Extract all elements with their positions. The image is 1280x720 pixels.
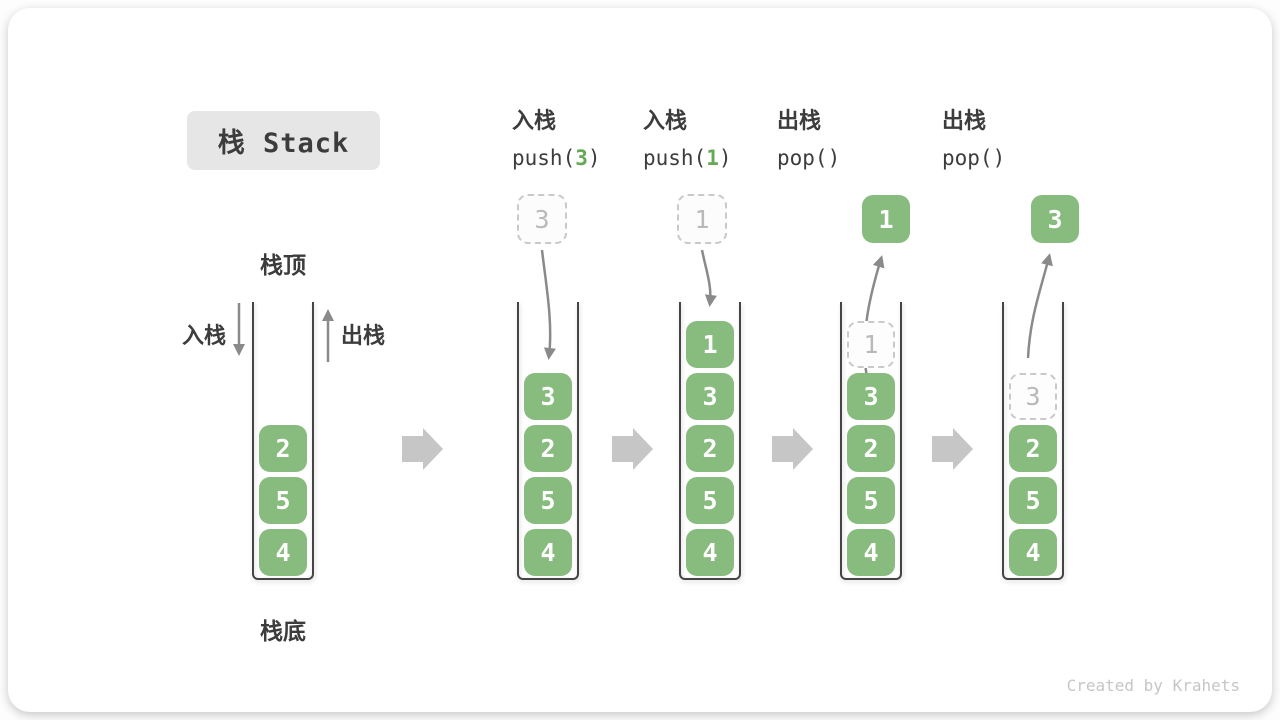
code-text: push( bbox=[512, 146, 576, 170]
stack-block-4: 4 bbox=[259, 529, 307, 576]
code-argument: 1 bbox=[706, 146, 719, 170]
stack-block-4: 4 bbox=[686, 529, 734, 576]
stack-block-5: 5 bbox=[1009, 477, 1057, 524]
stack-block-4: 4 bbox=[847, 529, 895, 576]
figure-title-badge: 栈 Stack bbox=[187, 111, 380, 170]
stack-block-4: 4 bbox=[524, 529, 572, 576]
incoming-value-box-1: 1 bbox=[677, 194, 727, 244]
stack-block-2: 2 bbox=[1009, 425, 1057, 472]
operation-code: pop() bbox=[777, 143, 927, 173]
operation-code: push(1) bbox=[643, 143, 793, 173]
operation-name: 出栈 bbox=[942, 108, 987, 133]
operation-code: push(3) bbox=[512, 143, 662, 173]
stack-block-2: 2 bbox=[847, 425, 895, 472]
stack-block-5: 5 bbox=[847, 477, 895, 524]
stack-block-3: 3 bbox=[847, 373, 895, 420]
popped-value-box-3: 3 bbox=[1031, 195, 1079, 243]
stack-container-after-push-3 bbox=[517, 302, 579, 580]
stack-top-label: 栈顶 bbox=[260, 252, 306, 278]
operation-name: 出栈 bbox=[777, 108, 822, 133]
stack-bottom-label: 栈底 bbox=[260, 618, 306, 644]
operation-name: 入栈 bbox=[643, 108, 688, 133]
incoming-value-box-3: 3 bbox=[517, 194, 567, 244]
ghost-block-1: 1 bbox=[847, 321, 895, 368]
stack-block-5: 5 bbox=[524, 477, 572, 524]
operation-code: pop() bbox=[942, 143, 1092, 173]
operation-header-pop-3: 出栈 pop() bbox=[942, 108, 1092, 173]
code-text: push( bbox=[643, 146, 707, 170]
code-text: ) bbox=[718, 146, 732, 170]
operation-header-push-3: 入栈 push(3) bbox=[512, 108, 662, 173]
stack-block-5: 5 bbox=[686, 477, 734, 524]
push-direction-label: 入栈 bbox=[181, 323, 226, 348]
code-argument: 3 bbox=[575, 146, 588, 170]
stack-block-3: 3 bbox=[686, 373, 734, 420]
stack-block-1: 1 bbox=[686, 321, 734, 368]
stack-block-5: 5 bbox=[259, 477, 307, 524]
popped-value-box-1: 1 bbox=[862, 195, 910, 243]
code-text: ) bbox=[827, 146, 841, 170]
operation-header-pop-1: 出栈 pop() bbox=[777, 108, 927, 173]
stack-block-4: 4 bbox=[1009, 529, 1057, 576]
code-text: ) bbox=[992, 146, 1006, 170]
watermark: Created by Krahets bbox=[1066, 676, 1240, 695]
code-text: ) bbox=[587, 146, 601, 170]
stack-block-3: 3 bbox=[524, 373, 572, 420]
code-text: pop( bbox=[777, 146, 828, 170]
stack-container-initial bbox=[252, 302, 314, 580]
stack-container-after-pop-3 bbox=[1002, 302, 1064, 580]
code-text: pop( bbox=[942, 146, 993, 170]
stack-block-2: 2 bbox=[686, 425, 734, 472]
stack-container-after-pop-1 bbox=[840, 302, 902, 580]
operation-name: 入栈 bbox=[512, 108, 557, 133]
pop-direction-label: 出栈 bbox=[341, 323, 386, 348]
stack-block-2: 2 bbox=[259, 425, 307, 472]
stack-container-after-push-1 bbox=[679, 302, 741, 580]
stack-block-2: 2 bbox=[524, 425, 572, 472]
ghost-block-3: 3 bbox=[1009, 373, 1057, 420]
operation-header-push-1: 入栈 push(1) bbox=[643, 108, 793, 173]
